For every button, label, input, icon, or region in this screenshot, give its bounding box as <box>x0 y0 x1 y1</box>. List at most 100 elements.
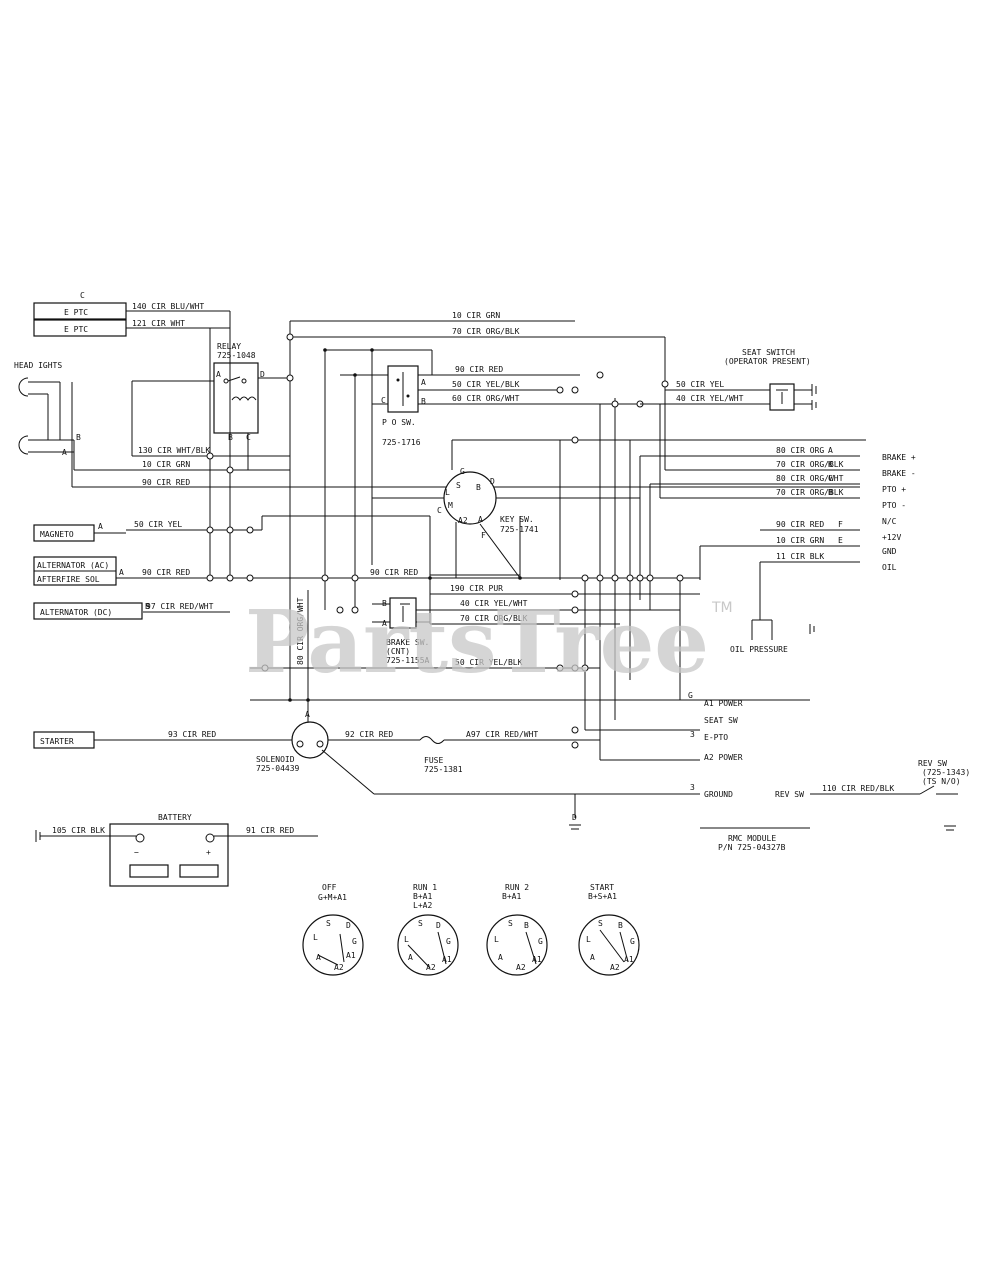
term-pto-plus: PTO + <box>882 485 906 494</box>
svg-text:A2: A2 <box>610 963 620 972</box>
wire-label-90-red-alt: 90 CIR RED <box>142 568 190 577</box>
module-pin-3a: 3 <box>690 730 695 739</box>
eptc-marker: C <box>80 291 85 300</box>
brake-switch-title: BRAKE SW. <box>386 638 429 647</box>
alternator-dc-label: ALTERNATOR (DC) <box>40 608 112 617</box>
pto-pin-a: A <box>421 378 426 387</box>
key-pin-a2: A2 <box>458 516 468 525</box>
wire-label-70-orgblk-m: 70 CIR ORG/BLK <box>460 614 528 623</box>
wire-label-50-yel-mag: 50 CIR YEL <box>134 520 182 529</box>
term-pin-b: B <box>828 488 833 497</box>
module-e-pto: E-PTO <box>704 733 728 742</box>
relay-part: 725-1048 <box>217 351 256 360</box>
svg-text:A1: A1 <box>532 955 542 964</box>
relay-box <box>213 362 259 434</box>
battery-pos: + <box>206 848 211 857</box>
key-position-run1-combo: B+A1 <box>413 892 432 901</box>
battery: BATTERY − + 105 CIR BLK 91 CIR RED <box>35 813 318 887</box>
module-title: RMC MODULE <box>728 834 776 843</box>
headlights-label: HEAD IGHTS <box>14 361 62 370</box>
pto-switch-title: P O SW. <box>382 418 416 427</box>
key-pin-g: G <box>460 467 465 476</box>
brake-switch: B A BRAKE SW. (CNT) 725-1155A <box>372 597 430 665</box>
wire-label-91-red: 91 CIR RED <box>246 826 294 835</box>
wire-label-50-yelblk-b: 50 CIR YEL/BLK <box>455 658 523 667</box>
svg-text:D: D <box>346 921 351 930</box>
svg-text:L: L <box>494 935 499 944</box>
key-switch-title: KEY SW. <box>500 515 534 524</box>
wire-label-190-pur: 190 CIR PUR <box>450 584 503 593</box>
relay-pin-d: D <box>260 370 265 379</box>
wire-label-a97: A97 CIR RED/WHT <box>466 730 538 739</box>
svg-text:A: A <box>590 953 595 962</box>
term-12v: +12V <box>882 533 901 542</box>
module-pin-d: D <box>572 813 577 822</box>
brake-pin-a: A <box>382 619 387 628</box>
wire-label-50-yelblk: 50 CIR YEL/BLK <box>452 380 520 389</box>
svg-text:G: G <box>446 937 451 946</box>
starter-label: STARTER <box>40 737 74 746</box>
seat-switch-sub: (OPERATOR PRESENT) <box>724 357 811 366</box>
wire-label-80-orgwht-r: 80 CIR ORG/WHT <box>776 474 844 483</box>
solenoid-part: 725-04439 <box>256 764 300 773</box>
module-pin-3b: 3 <box>690 783 695 792</box>
wire-label-140: 140 CIR BLU/WHT <box>132 302 204 311</box>
term-pin-k: K <box>828 460 833 469</box>
term-brake-plus: BRAKE + <box>882 453 916 462</box>
svg-text:B: B <box>618 921 623 930</box>
term-pin-a: A <box>828 446 833 455</box>
battery-cell-2 <box>179 864 219 878</box>
rev-switch-title: REV SW <box>918 759 947 768</box>
key-switch-body <box>443 471 497 525</box>
wire-label-70-orgblk-r: 70 CIR ORG/BLK <box>776 460 844 469</box>
headlight-pin-b: B <box>76 433 81 442</box>
svg-text:S: S <box>598 919 603 928</box>
rev-switch-part2: (TS N/O) <box>922 777 961 786</box>
module-a2-power: A2 POWER <box>704 753 743 762</box>
key-position-run1-combo2: L+A2 <box>413 901 432 910</box>
svg-text:L: L <box>404 935 409 944</box>
term-pin-f: F <box>838 520 843 529</box>
svg-text:A: A <box>316 953 321 962</box>
wire-label-90-red-r: 90 CIR RED <box>776 520 824 529</box>
fuse-part: 725-1381 <box>424 765 463 774</box>
key-pin-c: C <box>437 506 442 515</box>
headlight-1-icon <box>18 377 29 397</box>
key-switch-part: 725-1741 <box>500 525 539 534</box>
key-position-run1-name: RUN 1 <box>413 883 437 892</box>
term-oil: OIL <box>882 563 897 572</box>
battery-cell-1 <box>129 864 169 878</box>
wire-label-10-grn-b: 10 CIR GRN <box>142 460 190 469</box>
key-position-run2-combo: B+A1 <box>502 892 521 901</box>
wire-label-60-orgwht: 60 CIR ORG/WHT <box>452 394 520 403</box>
pto-switch: C A B P O SW. 725-1716 <box>381 365 426 447</box>
rev-switch: 110 CIR RED/BLK REV SW (725-1343) (TS N/… <box>810 759 970 831</box>
key-position-start-combo: B+S+A1 <box>588 892 617 901</box>
key-pin-m: M <box>448 501 453 510</box>
module-ground: GROUND <box>704 790 733 799</box>
svg-text:A: A <box>498 953 503 962</box>
wire-label-90-red-a: 90 CIR RED <box>455 365 503 374</box>
wire-label-40-yelwht: 40 CIR YEL/WHT <box>460 599 528 608</box>
svg-text:G: G <box>630 937 635 946</box>
battery-neg: − <box>134 848 139 857</box>
fuse: A97 CIR RED/WHT FUSE 725-1381 <box>419 730 600 774</box>
svg-text:S: S <box>326 919 331 928</box>
eptc-box-1-label: E PTC <box>64 308 88 317</box>
term-pin-c: C <box>828 474 833 483</box>
module-rev-sw: REV SW <box>775 790 804 799</box>
solenoid-body <box>291 721 329 759</box>
magneto-pin-a: A <box>98 522 103 531</box>
solenoid-pin: A <box>305 710 310 719</box>
pto-pin-b: B <box>421 397 426 406</box>
solenoid: A SOLENOID 725-04439 92 CIR RED <box>256 710 700 795</box>
svg-text:A1: A1 <box>624 955 634 964</box>
wire-label-110: 110 CIR RED/BLK <box>822 784 894 793</box>
seat-switch-title: SEAT SWITCH <box>742 348 795 357</box>
svg-text:A2: A2 <box>334 963 344 972</box>
svg-text:G: G <box>352 937 357 946</box>
